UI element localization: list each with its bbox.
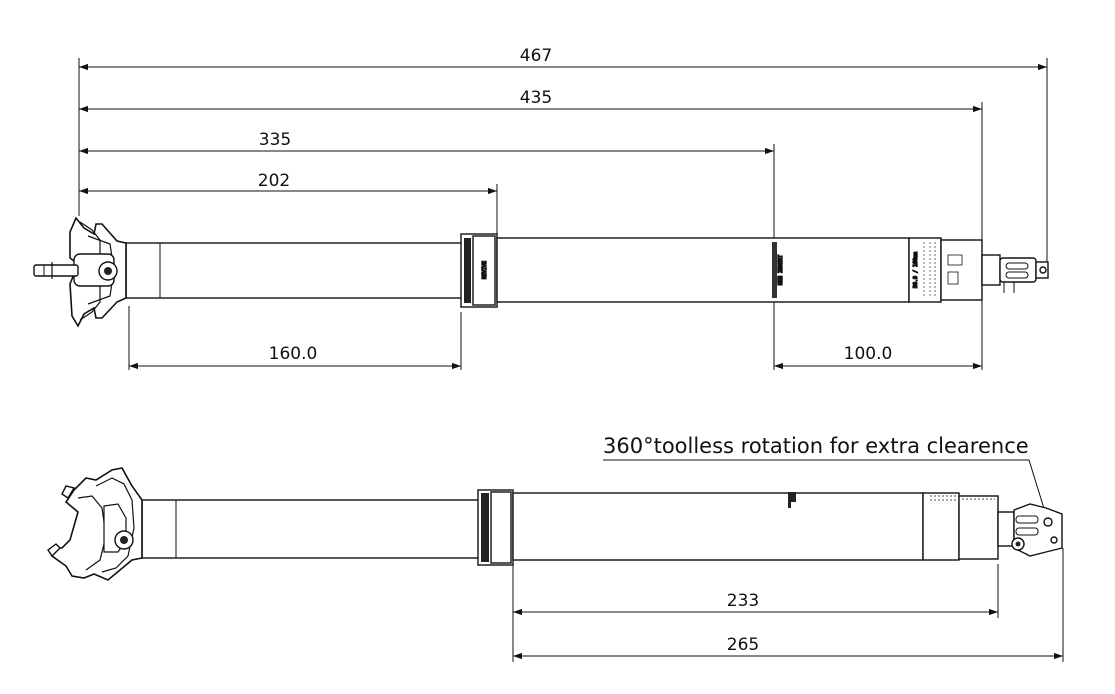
dimension-202-label: 202 [258, 171, 290, 191]
stanchion-bottom [141, 499, 481, 559]
bottom-view: 360°toolless rotation for extra clearenc… [47, 434, 1064, 662]
dimension-160-label: 160.0 [269, 344, 318, 364]
seat-clamp-head-bottom [51, 467, 143, 581]
dimension-467: 467 [79, 46, 1047, 71]
actuator-body-bottom [997, 511, 1015, 547]
dimension-435-label: 435 [520, 88, 552, 108]
dimension-202: 202 [79, 171, 497, 195]
seatpost-bottom [47, 467, 1063, 581]
dimension-335-label: 335 [259, 130, 291, 150]
dimension-233-label: 233 [727, 591, 759, 611]
dimension-100: 100.0 [774, 344, 982, 370]
lower-tube-bottom [512, 492, 924, 561]
top-view: 467 435 335 202 160.0 100.0 [33, 46, 1049, 370]
spec-sticker-text: 30.9 / 160mm [913, 252, 919, 288]
dimension-265-label: 265 [727, 635, 759, 655]
bottom-cap-top [940, 239, 983, 301]
actuator-body-top [981, 254, 1001, 286]
seatpost-top: REVIVE MIN INSERT 30.9 / 160mm [33, 216, 1049, 328]
extension-lines-bottom [512, 548, 1064, 662]
dimension-233: 233 [513, 591, 998, 616]
stanchion-top [125, 242, 463, 299]
dimension-467-label: 467 [520, 46, 552, 66]
lower-tube-top [496, 237, 910, 303]
rotation-note-text: 360°toolless rotation for extra clearenc… [603, 434, 1029, 458]
dimension-100-label: 100.0 [844, 344, 893, 364]
collar-brand-text: REVIVE [482, 261, 488, 279]
rotation-note: 360°toolless rotation for extra clearenc… [603, 434, 1047, 516]
dimension-435: 435 [79, 88, 982, 113]
dimension-335: 335 [79, 130, 774, 155]
dimension-160: 160.0 [129, 344, 461, 370]
dimension-265: 265 [513, 635, 1063, 660]
spec-sticker [908, 237, 942, 303]
bottom-cap-bottom [958, 495, 999, 560]
seat-rail-bolt-top [33, 264, 79, 277]
extension-lines-top [78, 58, 1048, 370]
min-insert-text: MIN INSERT [778, 255, 784, 285]
spec-band-bottom [922, 492, 960, 561]
